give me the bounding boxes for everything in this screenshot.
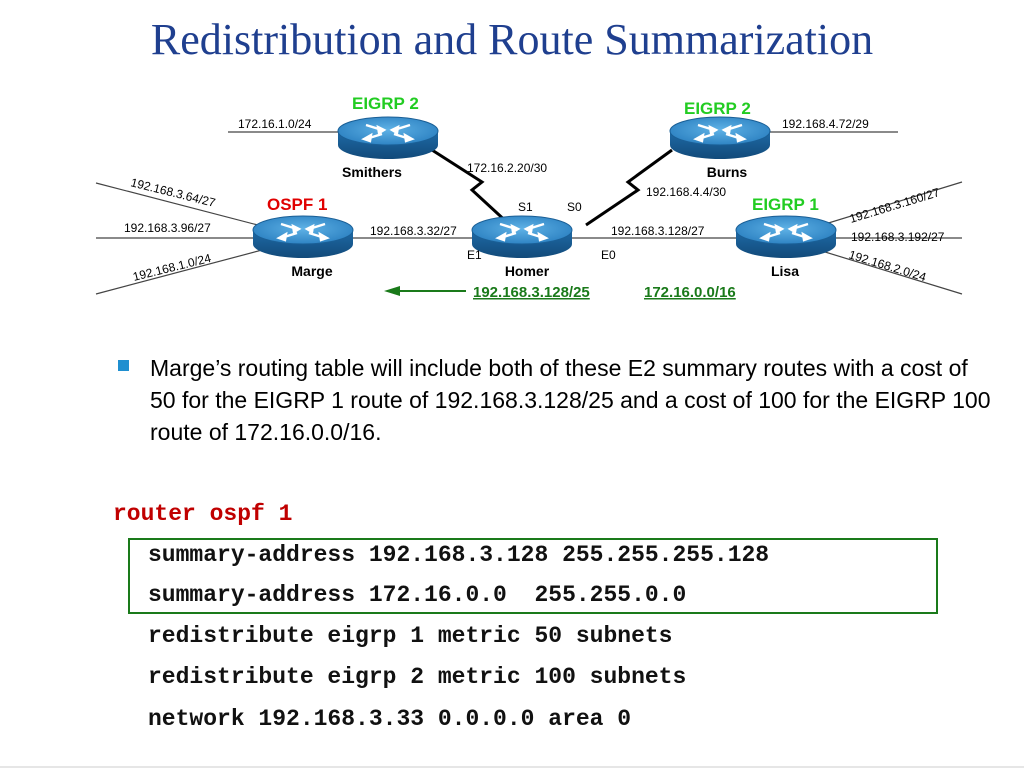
network-diagram: EIGRP 2 EIGRP 2 OSPF 1 EIGRP 1 Smithers … xyxy=(95,94,963,301)
summary-highlight-box xyxy=(128,538,938,614)
code-line-network: network 192.168.3.33 0.0.0.0 area 0 xyxy=(148,706,632,732)
network-label: 192.168.4.4/30 xyxy=(646,185,726,199)
network-label: 192.168.3.96/27 xyxy=(124,221,211,235)
interface-label-s0: S0 xyxy=(567,200,582,214)
router-homer-icon xyxy=(470,214,574,260)
bullet-point: Marge’s routing table will include both … xyxy=(118,352,998,448)
code-line-summary-1: summary-address 192.168.3.128 255.255.25… xyxy=(148,542,770,568)
network-label: 192.168.3.32/27 xyxy=(370,224,457,238)
domain-label-eigrp2-right: EIGRP 2 xyxy=(684,99,751,118)
router-lisa-icon xyxy=(734,214,838,260)
interface-label-s1: S1 xyxy=(518,200,533,214)
router-smithers-icon xyxy=(336,115,440,161)
router-name-lisa: Lisa xyxy=(771,263,799,279)
footer-divider xyxy=(0,766,1024,768)
summary-route-label: 172.16.0.0/16 xyxy=(644,284,736,301)
router-marge-icon xyxy=(251,214,355,260)
code-line-redistribute-1: redistribute eigrp 1 metric 50 subnets xyxy=(148,623,673,649)
domain-label-eigrp1: EIGRP 1 xyxy=(752,195,819,214)
network-label: 192.168.4.72/29 xyxy=(782,117,869,131)
router-name-burns: Burns xyxy=(707,164,748,180)
serial-link-smithers-homer xyxy=(431,148,512,227)
network-label: 172.16.1.0/24 xyxy=(238,117,312,131)
network-label: 192.168.3.128/27 xyxy=(611,224,705,238)
router-name-homer: Homer xyxy=(505,263,550,279)
code-line-router: router ospf 1 xyxy=(113,501,293,527)
domain-label-ospf1: OSPF 1 xyxy=(267,195,327,214)
network-label: 192.168.2.0/24 xyxy=(847,247,928,284)
bullet-square-icon xyxy=(118,360,129,371)
code-line-summary-2: summary-address 172.16.0.0 255.255.0.0 xyxy=(148,582,687,608)
router-burns-icon xyxy=(668,115,772,161)
domain-label-eigrp2-left: EIGRP 2 xyxy=(352,94,419,113)
interface-label-e1: E1 xyxy=(467,248,482,262)
summary-route-label: 192.168.3.128/25 xyxy=(473,284,590,301)
router-name-marge: Marge xyxy=(291,263,332,279)
network-label: 192.168.1.0/24 xyxy=(131,251,212,284)
network-label: 192.168.3.64/27 xyxy=(129,175,217,210)
summary-arrow-head xyxy=(384,286,400,296)
interface-label-e0: E0 xyxy=(601,248,616,262)
serial-link-burns-homer xyxy=(585,148,673,227)
network-label: 172.16.2.20/30 xyxy=(467,161,547,175)
router-name-smithers: Smithers xyxy=(342,164,402,180)
network-label: 192.168.3.192/27 xyxy=(851,230,945,244)
bullet-text: Marge’s routing table will include both … xyxy=(150,355,991,445)
slide-title: Redistribution and Route Summarization xyxy=(150,15,874,64)
code-line-redistribute-2: redistribute eigrp 2 metric 100 subnets xyxy=(148,664,687,690)
network-label: 192.168.3.160/27 xyxy=(848,185,942,226)
